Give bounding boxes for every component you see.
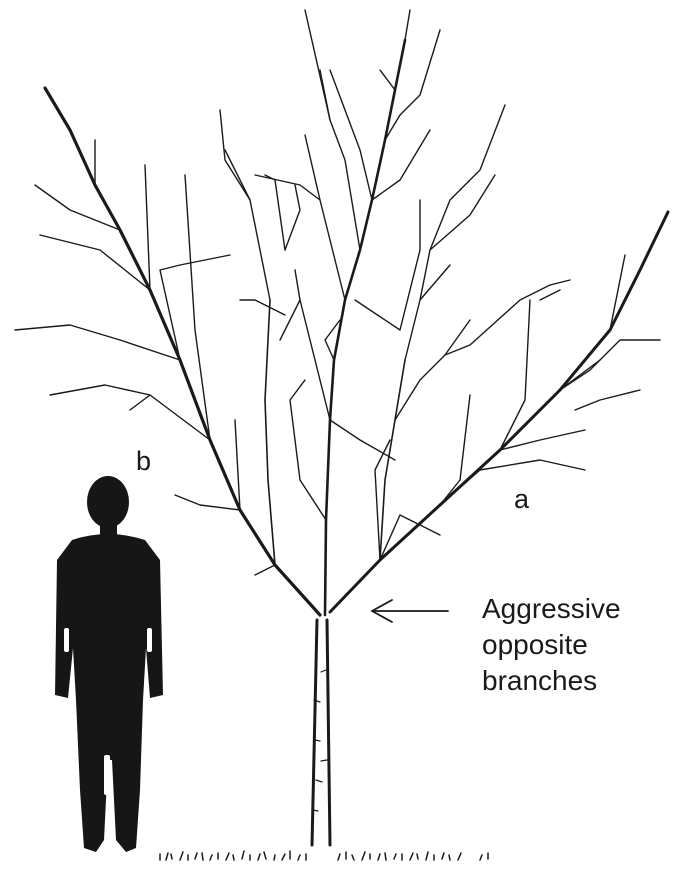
tree-scaffold-branches (45, 40, 668, 615)
callout-line-3: branches (482, 663, 621, 699)
branch-label-a: a (514, 484, 529, 515)
branch-label-b: b (136, 446, 151, 477)
tree-trunk (312, 620, 330, 845)
ground-grass (160, 851, 488, 860)
callout-text: Aggressive opposite branches (482, 591, 621, 699)
callout-line-2: opposite (482, 627, 621, 663)
callout-line-1: Aggressive (482, 591, 621, 627)
human-silhouette (55, 476, 163, 852)
callout-arrow (372, 600, 448, 622)
